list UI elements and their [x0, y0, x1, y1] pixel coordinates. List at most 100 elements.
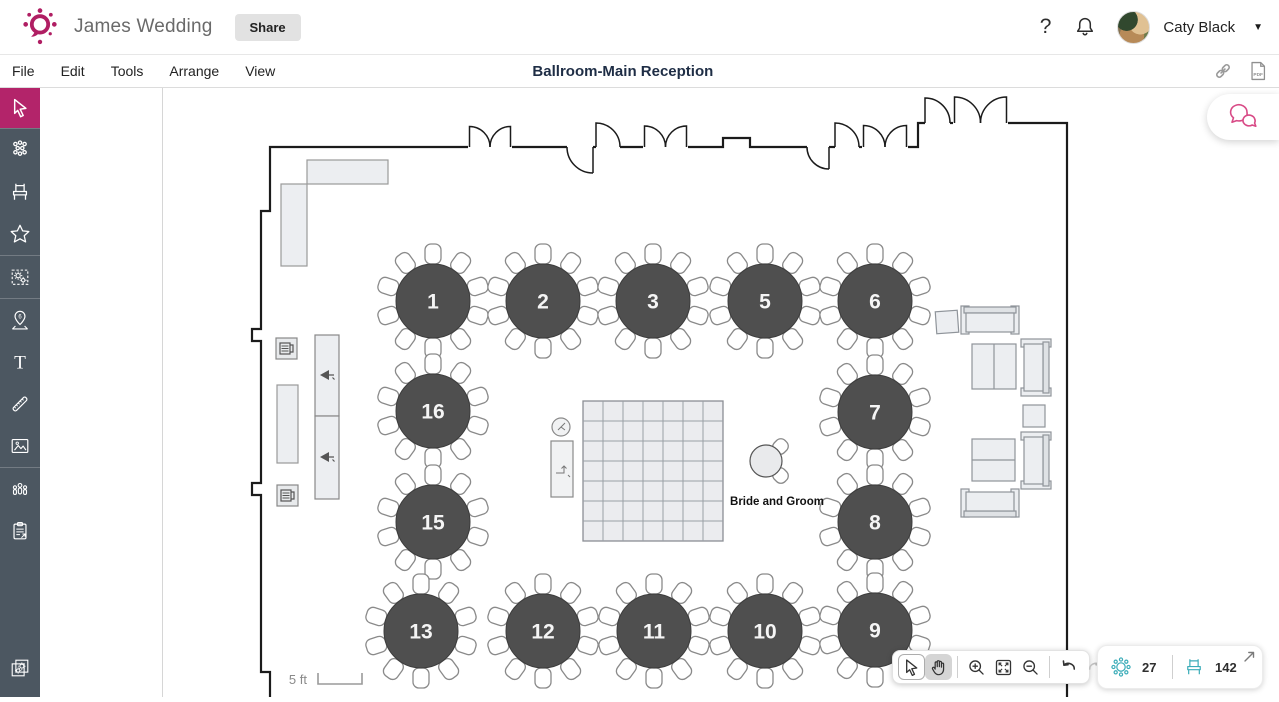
speaker-icon[interactable] — [276, 484, 299, 507]
dj-booth — [550, 440, 574, 498]
menu-arrange[interactable]: Arrange — [169, 63, 220, 79]
zoom-in-button[interactable] — [963, 654, 990, 680]
avatar[interactable] — [1117, 10, 1151, 44]
table-number: 7 — [869, 402, 881, 425]
hand-icon — [931, 659, 945, 675]
table-number: 1 — [427, 291, 439, 314]
side-table — [1022, 404, 1046, 428]
guest-table-15[interactable]: 15 — [376, 464, 489, 580]
guest-table-6[interactable]: 6 — [818, 243, 931, 359]
chat-bubbles-icon — [1229, 104, 1257, 127]
zoom-out-button[interactable] — [1017, 654, 1044, 680]
tables-count-icon — [1111, 657, 1131, 677]
table-number: 6 — [869, 291, 881, 314]
tool-elements[interactable] — [0, 129, 40, 171]
table-number: 16 — [421, 401, 444, 424]
guest-table-7[interactable]: 7 — [818, 354, 931, 470]
guest-table-1[interactable]: 1 — [376, 243, 489, 359]
logo-tail — [31, 30, 39, 37]
link-icon[interactable] — [1212, 60, 1234, 82]
sweetheart-label: Bride and Groom — [730, 496, 824, 508]
guest-table-3[interactable]: 3 — [596, 243, 709, 359]
svg-text:PDF: PDF — [1253, 72, 1263, 78]
tool-furniture[interactable] — [0, 171, 40, 213]
ruler-icon — [12, 396, 28, 412]
menu-tools[interactable]: Tools — [110, 63, 144, 79]
comments-panel-tab[interactable] — [1207, 94, 1279, 140]
view-pan-button[interactable] — [925, 654, 952, 680]
dashed-gears-icon — [11, 269, 29, 285]
tool-measure[interactable] — [0, 383, 40, 425]
table-number: 8 — [869, 512, 881, 535]
zoom-out-icon — [1023, 659, 1038, 675]
tool-guests[interactable] — [0, 468, 40, 510]
lounge-furniture[interactable] — [934, 305, 1052, 518]
menu-file[interactable]: File — [12, 63, 35, 79]
room-walls — [250, 121, 1069, 698]
sweetheart-table[interactable]: Bride and Groom — [730, 436, 824, 508]
martini-icon — [320, 370, 329, 380]
seats-count-icon — [1187, 659, 1201, 675]
guest-table-13[interactable]: 13 — [364, 573, 477, 689]
guest-table-8[interactable]: 8 — [818, 464, 931, 580]
tool-placement[interactable]: 6 — [0, 299, 40, 341]
side-table[interactable] — [276, 384, 299, 464]
undo-button[interactable] — [1055, 654, 1082, 680]
menu-view[interactable]: View — [245, 63, 276, 79]
svg-text:T: T — [14, 352, 26, 373]
menu-edit[interactable]: Edit — [60, 63, 85, 79]
tool-reports[interactable] — [0, 510, 40, 552]
sidebar-divider — [0, 298, 40, 299]
floorplan-title: Ballroom-Main Reception — [532, 62, 714, 80]
share-button[interactable]: Share — [234, 13, 301, 41]
svg-text:6: 6 — [18, 314, 22, 320]
tool-select[interactable] — [0, 88, 40, 128]
logo-dots — [23, 8, 57, 45]
left-wall-equipment[interactable] — [275, 334, 340, 507]
bell-icon[interactable] — [1073, 15, 1097, 39]
table-number: 10 — [753, 621, 776, 644]
clipboard-icon — [13, 522, 27, 540]
guest-table-5[interactable]: 5 — [708, 243, 821, 359]
guest-table-16[interactable]: 16 — [376, 353, 489, 469]
guest-table-2[interactable]: 2 — [486, 243, 599, 359]
account-dropdown-caret[interactable]: ▼ — [1253, 21, 1263, 33]
guest-table-11[interactable]: 11 — [597, 573, 710, 689]
guest-table-10[interactable]: 10 — [708, 573, 821, 689]
pdf-export-icon[interactable]: PDF — [1247, 60, 1269, 82]
martini-icon — [320, 452, 329, 462]
app-logo-icon — [23, 8, 57, 45]
speaker-icon[interactable] — [275, 337, 298, 360]
text-icon: T — [14, 352, 26, 373]
bar-tables[interactable] — [314, 334, 340, 500]
tool-settings[interactable] — [0, 647, 40, 689]
tools-sidebar: 6 T — [0, 88, 40, 697]
help-icon[interactable]: ? — [1039, 15, 1052, 38]
view-toolbar — [892, 650, 1102, 684]
sidebar-divider — [0, 467, 40, 468]
fit-screen-button[interactable] — [990, 654, 1017, 680]
layers-gear-icon — [11, 659, 29, 677]
people-icon — [12, 482, 28, 496]
event-title: James Wedding — [74, 16, 213, 37]
table-number: 11 — [643, 621, 666, 644]
buffet-tables[interactable] — [280, 159, 389, 267]
guest-table-12[interactable]: 12 — [486, 573, 599, 689]
tool-text[interactable]: T — [0, 341, 40, 383]
fit-screen-icon — [995, 659, 1012, 675]
dance-floor[interactable] — [582, 400, 724, 542]
counts-status-card: 27 142 — [1097, 645, 1263, 689]
view-select-button[interactable] — [898, 654, 925, 680]
cake-and-dj[interactable] — [550, 417, 574, 498]
cursor-icon — [906, 658, 918, 676]
tool-favorites[interactable] — [0, 213, 40, 255]
tool-auto-setup[interactable] — [0, 256, 40, 298]
expand-icon[interactable] — [1243, 650, 1256, 663]
tool-background[interactable] — [0, 425, 40, 467]
app-header: James Wedding Share ? Caty Black ▼ — [0, 0, 1279, 55]
chair-icon — [12, 183, 28, 200]
scale-label: 5 ft — [289, 672, 307, 687]
sidebar-divider — [0, 128, 40, 129]
